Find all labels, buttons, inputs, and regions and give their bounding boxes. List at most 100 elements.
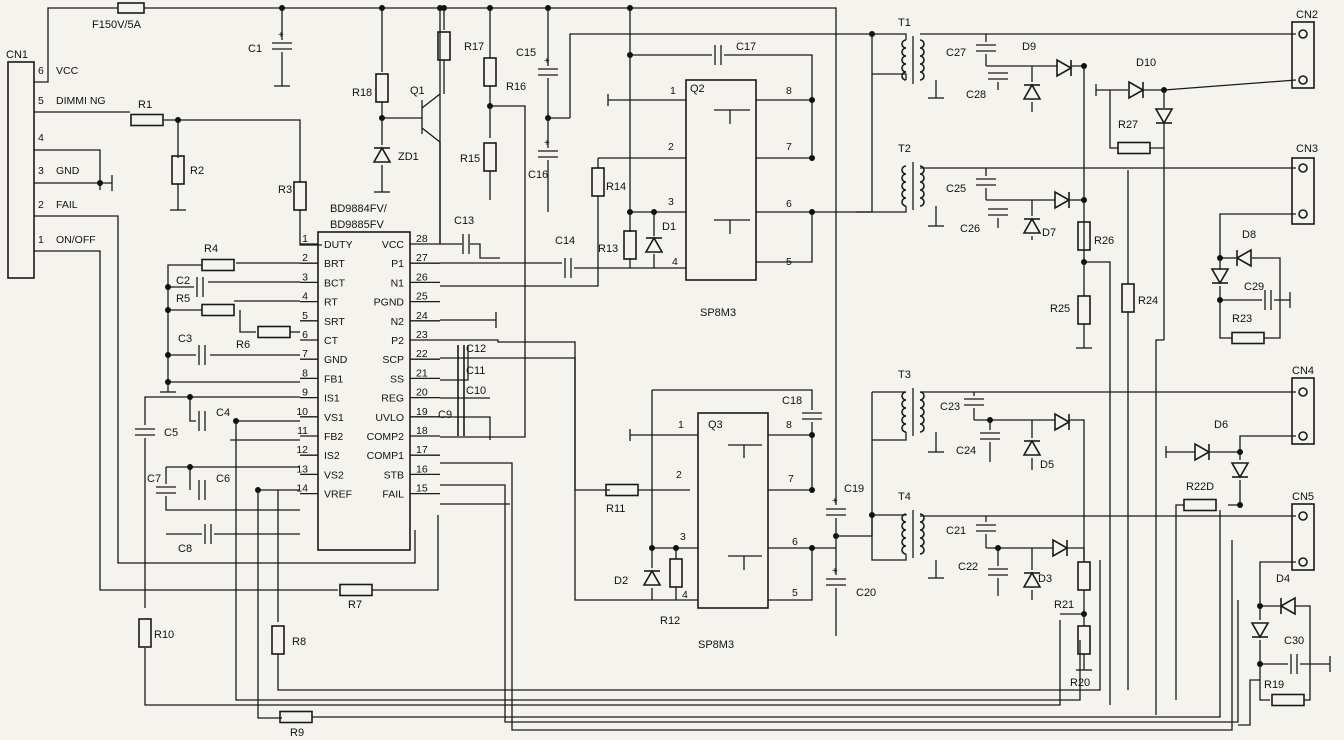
- transistor-q1: [421, 127, 441, 143]
- capacitor-c13-label: C13: [454, 215, 474, 227]
- cn2-pin: [1298, 29, 1308, 39]
- ic-pin-name: CT: [324, 335, 339, 347]
- junction-dot: [187, 394, 193, 400]
- capacitor-c19-label: C19: [844, 483, 864, 495]
- q2-pin-7: 7: [786, 141, 792, 153]
- q2-pin-1: 1: [670, 85, 676, 97]
- junction-dot: [1237, 502, 1243, 508]
- wire: [189, 397, 196, 422]
- transistor-q1-label: Q1: [410, 85, 425, 97]
- fuse: [117, 2, 145, 14]
- transformer-t1-label: T1: [898, 17, 911, 29]
- ic-pin-number: 24: [416, 310, 428, 322]
- resistor-r23-label: R23: [1232, 313, 1252, 325]
- diode-d8: [1235, 248, 1252, 268]
- resistor-r3-label: R3: [278, 184, 292, 196]
- ic-pin-name: GND: [324, 354, 348, 366]
- transformer-t4-primary: [901, 513, 907, 555]
- wire: [1252, 257, 1281, 300]
- capacitor-c11-label: C11: [466, 365, 485, 377]
- resistor-r2-label: R2: [190, 165, 204, 177]
- q3-pin-7: 7: [788, 473, 794, 485]
- diode-d9-label: D9: [1022, 41, 1036, 53]
- wire: [1219, 286, 1232, 339]
- resistor-r25: [1077, 295, 1091, 325]
- ic-pin-number: 12: [296, 444, 308, 456]
- capacitor-c20-polarity: +: [832, 566, 838, 577]
- resistor-r12-label: R12: [660, 615, 680, 627]
- wire: [1259, 561, 1296, 620]
- ic-pin-number: 13: [296, 463, 308, 475]
- ic-pin-name: VS1: [324, 412, 344, 424]
- transformer-t2-label: T2: [898, 143, 911, 155]
- wire: [440, 200, 599, 287]
- capacitor-c1-label: C1: [248, 43, 262, 55]
- wire: [470, 243, 500, 259]
- transformer-t2-primary: [901, 165, 907, 207]
- transformer-t4-label: T4: [898, 491, 911, 503]
- junction-dot: [809, 487, 815, 493]
- ic-pin-number: 18: [416, 425, 428, 437]
- resistor-r18-label: R18: [352, 87, 372, 99]
- resistor-r24-label: R24: [1138, 295, 1158, 307]
- junction-dot: [97, 180, 103, 186]
- wire: [34, 149, 101, 190]
- diode-d1: [644, 236, 664, 253]
- wire: [372, 515, 439, 591]
- resistor-r4-label: R4: [204, 243, 218, 255]
- ic-pin-number: 15: [416, 483, 428, 495]
- capacitor-c24-label: C24: [956, 445, 976, 457]
- wire: [167, 264, 300, 383]
- capacitor-c29-label: C29: [1244, 281, 1264, 293]
- q2-pin-3: 3: [668, 196, 674, 208]
- resistor-r27-label: R27: [1118, 119, 1138, 131]
- resistor-r27: [1117, 141, 1151, 155]
- junction-dot: [1081, 63, 1087, 69]
- resistor-r13: [623, 230, 637, 260]
- resistor-r1-label: R1: [138, 99, 152, 111]
- q3-pin-5: 5: [792, 587, 798, 599]
- resistor-r3: [293, 181, 307, 211]
- cn5-pin: [1298, 511, 1308, 521]
- diode-d10: [1128, 80, 1145, 100]
- resistor-r25-label: R25: [1050, 303, 1070, 315]
- ic-pin-name: IS2: [324, 450, 340, 462]
- wire: [856, 206, 907, 213]
- ic-pin-name: BCT: [324, 277, 346, 289]
- mosfet-q3-package: [697, 412, 769, 609]
- wire: [34, 250, 338, 591]
- transformer-t3-label: T3: [898, 369, 911, 381]
- ic-pin-name: UVLO: [375, 412, 404, 424]
- diode-d2: [642, 569, 662, 586]
- resistor-r24: [1121, 283, 1135, 313]
- diode-d3-label: D3: [1038, 573, 1052, 585]
- ic-pin-number: 22: [416, 348, 428, 360]
- capacitor-c6-label: C6: [216, 473, 230, 485]
- wire: [871, 515, 907, 561]
- wire: [440, 339, 660, 601]
- resistor-r14: [591, 167, 605, 197]
- wire: [840, 33, 907, 40]
- ic-pin-name: FB2: [324, 431, 343, 443]
- wire: [1239, 435, 1296, 460]
- wire: [1155, 339, 1164, 715]
- diode-d1-label: D1: [662, 221, 676, 233]
- cn1-pin-name: DIMMI NG: [56, 95, 106, 107]
- wire: [1304, 664, 1311, 701]
- q3-pin-6: 6: [792, 536, 798, 548]
- wire: [1109, 90, 1118, 149]
- diode-zd1: [372, 146, 392, 163]
- wire: [1175, 504, 1184, 700]
- capacitor-c8-label: C8: [178, 543, 192, 555]
- wire: [440, 357, 610, 491]
- fuse-label: F150V/5A: [92, 19, 142, 31]
- mosfet-q3-label: Q3: [708, 419, 723, 431]
- wire: [189, 466, 300, 490]
- ic-pin-name: STB: [384, 469, 404, 481]
- diode-d3: [1022, 571, 1042, 588]
- capacitor-c2-label: C2: [176, 275, 190, 287]
- diode-d7: [1054, 190, 1071, 210]
- junction-dot: [809, 432, 815, 438]
- wire: [1238, 679, 1260, 726]
